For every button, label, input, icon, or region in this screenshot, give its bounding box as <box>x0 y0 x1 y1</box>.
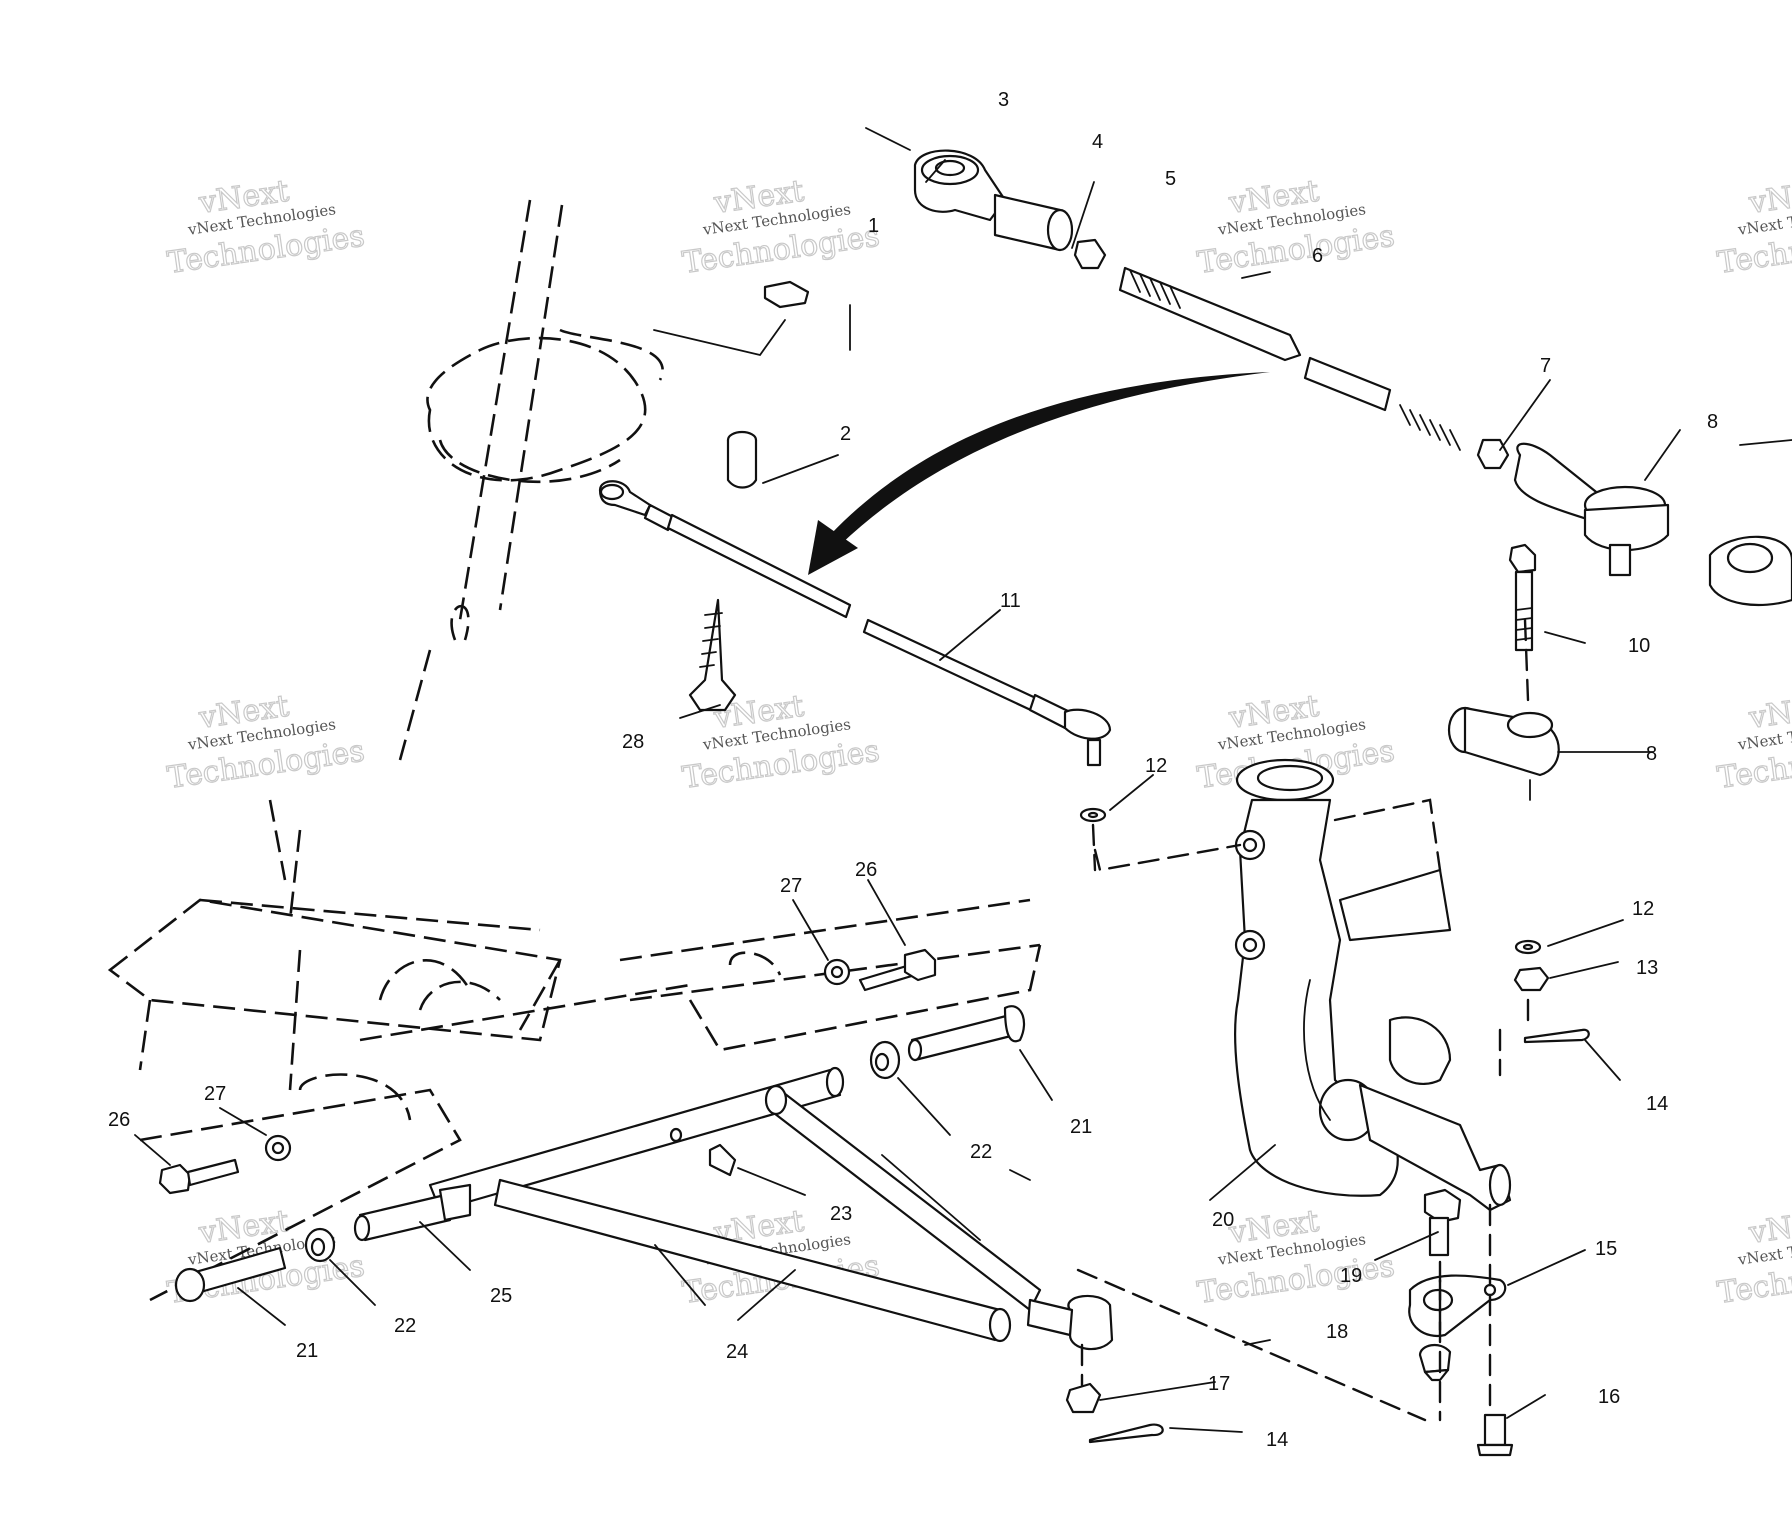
callout-19: 19 <box>1340 1265 1362 1287</box>
callout-25: 25 <box>490 1285 512 1307</box>
watermark: vNext vNext Technologies Technologies <box>165 173 368 281</box>
callout-24: 24 <box>726 1341 748 1363</box>
callout-16: 16 <box>1598 1386 1620 1408</box>
callout-8-upper: 8 <box>1707 411 1718 433</box>
callout-3: 3 <box>998 89 1009 111</box>
threaded-rod-6 <box>1118 266 1302 362</box>
callout-21-right: 21 <box>1070 1116 1092 1138</box>
a-arm-24 <box>428 1066 1114 1351</box>
threaded-rod-right <box>1303 356 1392 412</box>
watermark: vNext vNext Technologies Technologies <box>680 173 883 281</box>
washer-27-right <box>823 958 851 986</box>
rod-end-8-lower <box>1447 706 1560 801</box>
watermark: vNext vNext Technologies Technologies <box>1715 688 1792 796</box>
callout-27-left: 27 <box>204 1083 226 1105</box>
leader-lines <box>134 127 1681 1433</box>
pivot-shaft-21-left <box>174 1246 287 1303</box>
callout-13: 13 <box>1636 957 1658 979</box>
steering-knuckle-20 <box>1093 758 1512 1212</box>
callout-4: 4 <box>1092 131 1103 153</box>
callout-14-lower: 14 <box>1266 1429 1288 1451</box>
callout-2: 2 <box>840 423 851 445</box>
rod-end-3 <box>913 149 1007 222</box>
bolt-19 <box>1423 1188 1462 1257</box>
callout-8-lower: 8 <box>1646 743 1657 765</box>
steering-post-ghost <box>268 199 664 921</box>
ball-joint-18 <box>1418 1343 1452 1382</box>
callout-20: 20 <box>1212 1209 1234 1231</box>
callouts: 1 2 3 4 5 6 7 8 8 10 11 12 12 13 14 14 1… <box>108 89 1718 1451</box>
callout-10: 10 <box>1628 635 1650 657</box>
tie-rod-assembly-upper <box>913 149 1792 607</box>
bolt-28 <box>688 598 737 712</box>
watermarks: vNext vNext Technologies Technologies vN… <box>165 173 1792 1311</box>
bolt-26-right <box>858 948 937 992</box>
rod-end-8-upper <box>1513 442 1670 577</box>
callout-12-upper: 12 <box>1145 755 1167 777</box>
castle-nut-17 <box>1065 1382 1102 1414</box>
threaded-rod-thread <box>1129 269 1181 309</box>
plate-15 <box>1408 1274 1507 1338</box>
nut-1 <box>763 280 810 309</box>
pivot-shaft-25 <box>353 1183 472 1242</box>
spacer-2 <box>726 430 758 489</box>
washer-12-upper <box>1079 807 1107 823</box>
threaded-rod-right-thread <box>1399 404 1461 451</box>
callout-11: 11 <box>1000 590 1021 612</box>
washer-27-left <box>264 1134 292 1162</box>
callout-14-upper: 14 <box>1646 1093 1668 1115</box>
callout-26-left: 26 <box>108 1109 130 1131</box>
grease-fitting-23 <box>708 1143 737 1177</box>
direction-arrow <box>808 372 1270 575</box>
watermark: vNext vNext Technologies Technologies <box>165 688 368 796</box>
callout-5: 5 <box>1165 168 1176 190</box>
cotter-pin-14-upper <box>1523 1028 1590 1044</box>
bolt-16 <box>1476 1413 1514 1457</box>
pivot-shaft-21-right <box>907 1005 1026 1062</box>
callout-21-left: 21 <box>296 1340 318 1362</box>
bolt-10 <box>1508 543 1537 652</box>
leader-23 <box>737 1167 806 1196</box>
bolt-26-left <box>158 1158 240 1195</box>
tie-rod-11 <box>598 480 1112 767</box>
a-arm-boss <box>669 1127 683 1143</box>
callout-7: 7 <box>1540 355 1551 377</box>
watermark: vNext vNext Technologies Technologies <box>1195 173 1398 281</box>
callout-23: 23 <box>830 1203 852 1225</box>
jam-nut-7 <box>1476 438 1510 470</box>
callout-22-left: 22 <box>394 1315 416 1337</box>
jam-nut-5 <box>1073 238 1107 270</box>
rod-end-partial-right <box>1708 439 1792 607</box>
washer-12-lower <box>1514 939 1542 955</box>
callout-18: 18 <box>1326 1321 1348 1343</box>
cotter-pin-14-lower <box>1088 1423 1164 1444</box>
callout-27-right: 27 <box>780 875 802 897</box>
watermark: vNext vNext Technologies Technologies <box>1715 1203 1792 1311</box>
bushing-22-left <box>304 1227 336 1263</box>
bushing-22-right <box>869 1040 901 1080</box>
callout-12-lower: 12 <box>1632 898 1654 920</box>
tie-rod-sleeve-end <box>1046 208 1074 252</box>
callout-17: 17 <box>1208 1373 1230 1395</box>
callout-22-right: 22 <box>970 1141 992 1163</box>
castle-nut-13 <box>1513 966 1550 992</box>
assembly-lines <box>1076 618 1530 1422</box>
watermark: vNext vNext Technologies Technologies <box>1715 173 1792 281</box>
callout-26-right: 26 <box>855 859 877 881</box>
callout-15: 15 <box>1595 1238 1617 1260</box>
callout-28: 28 <box>622 731 644 753</box>
leader-1-dash <box>653 319 786 357</box>
frame-ghost <box>107 898 1042 1302</box>
callout-1: 1 <box>868 215 879 237</box>
callout-6: 6 <box>1312 245 1323 267</box>
